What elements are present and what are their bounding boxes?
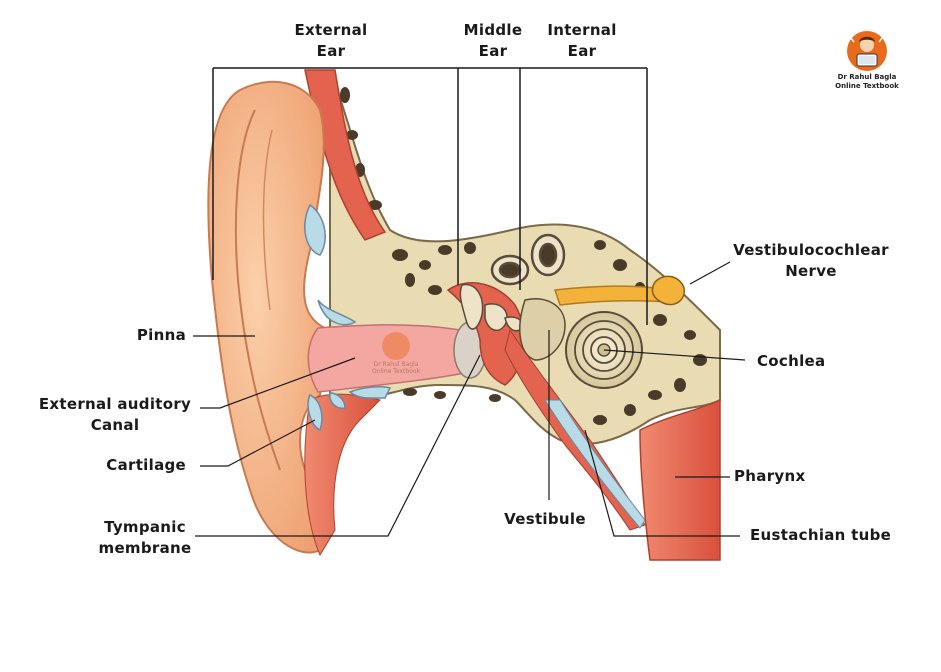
middle-ear-label-line1: Middle [463, 21, 523, 39]
external-ear-label-line1: External [294, 21, 368, 39]
ossicles [459, 283, 524, 332]
middle-ear-label-line2: Ear [478, 42, 508, 60]
watermark-text-line1: Dr Rahul Bagla [373, 361, 419, 368]
vestibulocochlear-nerve-label-line1: Vestibulocochlear [733, 241, 889, 259]
watermark-text-line2: Online Textbook [371, 368, 421, 375]
watermark-text: Dr Rahul Bagla Online Textbook [366, 361, 426, 375]
external-auditory-canal-label-line1: External auditory [38, 395, 192, 413]
cartilage-pieces [304, 203, 392, 432]
cochlea-label: Cochlea [757, 352, 826, 370]
external-ear-label: External Ear [290, 20, 372, 62]
region-brackets [212, 67, 648, 325]
logo [846, 30, 888, 72]
bone-texture [340, 87, 707, 425]
leader-lines [193, 261, 746, 537]
tympanic-membrane-label-line2: membrane [98, 539, 192, 557]
pinna-folds [234, 109, 281, 471]
eustachian-tube-label: Eustachian tube [750, 526, 892, 544]
vestibule-label: Vestibule [504, 510, 586, 528]
cartilage-label: Cartilage [106, 456, 186, 474]
tympanic-membrane-label: Tympanic membrane [90, 517, 200, 559]
professor-avatar-icon [847, 31, 887, 71]
pharynx-label: Pharynx [734, 467, 806, 485]
external-auditory-canal-label: External auditory Canal [30, 394, 200, 436]
auditory-canal [307, 324, 471, 393]
watermark-logo [382, 332, 410, 360]
external-auditory-canal-label-line2: Canal [90, 416, 140, 434]
logo-text-line2: Online Textbook [835, 82, 899, 90]
vestibulocochlear-nerve-label-line2: Nerve [785, 262, 837, 280]
middle-ear-label: Middle Ear [460, 20, 526, 62]
nerve-end [651, 275, 685, 306]
pharynx-shape [639, 398, 721, 561]
logo-text: Dr Rahul Bagla Online Textbook [822, 73, 912, 91]
pinna-label: Pinna [136, 326, 186, 344]
semicircular-canals [490, 233, 566, 286]
vestibule-shape [519, 298, 566, 361]
external-ear-label-line2: Ear [316, 42, 346, 60]
internal-ear-label-line1: Internal [547, 21, 617, 39]
internal-ear-label: Internal Ear [542, 20, 622, 62]
internal-ear-label-line2: Ear [567, 42, 597, 60]
logo-text-line1: Dr Rahul Bagla [837, 73, 897, 81]
vestibulocochlear-nerve-label: Vestibulocochlear Nerve [728, 240, 894, 282]
tympanic-membrane-label-line1: Tympanic [104, 518, 186, 536]
